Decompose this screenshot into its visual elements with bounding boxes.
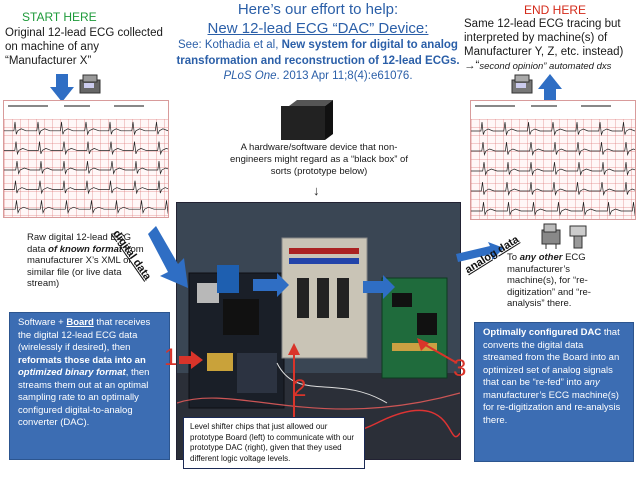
other-ecg-text-2: ECG manufacturer’s machine(s), for “re-d… (507, 252, 591, 309)
raw-data-text-2: from manufacturer X’s XML or similar fil… (27, 243, 144, 290)
other-ecg-text-1: To (507, 252, 520, 263)
dac-text-1: that converts the digital data streamed … (483, 327, 620, 388)
raw-data-emphasis: of known format (48, 243, 123, 255)
arrow-up-icon (538, 74, 562, 102)
other-ecg-caption: To any other ECG manufacturer’s machine(… (507, 252, 615, 310)
start-here-label: START HERE (22, 10, 97, 24)
second-opinion-prefix: →“ (464, 60, 480, 72)
citation-details: . 2013 Apr 11;8(4):e61076. (276, 70, 413, 82)
dac-text-2: manufacturer’s ECG machine(s) for re-dig… (483, 389, 621, 426)
ecg-lead-trace (4, 200, 168, 215)
dac-italic: any (584, 377, 600, 388)
dac-box: Optimally configured DAC that converts t… (474, 322, 634, 462)
citation-title: New system for digital to analog transfo… (176, 39, 460, 67)
ecg-machine-icon (79, 74, 101, 94)
citation: See: Kothadia et al, New system for digi… (168, 38, 468, 85)
software-board-word: Board (66, 317, 94, 328)
digital-data-arrow (148, 226, 188, 288)
ecg-lead-trace (4, 161, 168, 175)
raw-data-text-1: Raw digital 12-lead ECG data (27, 232, 132, 255)
ecg-header (4, 101, 168, 119)
original-ecg-tracing (3, 100, 169, 218)
ecg-lead-trace (471, 161, 635, 176)
ecg-lead-trace (471, 181, 635, 196)
ecg-lead-trace (471, 141, 635, 156)
citation-journal: PLoS One (223, 70, 277, 82)
arrow-down-icon (50, 74, 74, 102)
analog-data-arrow (456, 242, 504, 262)
software-text-2: that receives the digital 12-lead ECG da… (18, 317, 151, 353)
same-tracing-text: Same 12-lead ECG tracing but interpreted… (464, 18, 624, 58)
original-ecg-caption: Original 12-lead ECG collected on machin… (5, 27, 163, 67)
ecg-cart-icon (541, 223, 587, 249)
ecg-header (471, 101, 635, 119)
ecg-waveform-left (4, 121, 168, 215)
ecg-machine-icon (511, 74, 533, 94)
ecg-lead-trace (4, 121, 168, 136)
reinterpreted-ecg-tracing (470, 100, 636, 220)
level-shifter-box: Level shifter chips that just allowed ou… (183, 417, 365, 469)
ecg-lead-trace (471, 121, 635, 136)
ecg-lead-trace (4, 180, 168, 195)
software-text-1: Software + (18, 317, 67, 328)
title-line-2: New 12-lead ECG “DAC” Device: (207, 20, 429, 37)
black-box-icon (281, 100, 333, 140)
software-bold: reformats those data into an (18, 354, 146, 366)
title-line-1: Here’s our effort to help: (237, 1, 399, 18)
ecg-lead-trace (471, 201, 635, 216)
title-block: Here’s our effort to help: New 12-lead E… (168, 1, 468, 85)
other-ecg-emphasis: any other (519, 252, 563, 263)
software-board-box: Software + Board that receives the digit… (9, 312, 170, 460)
end-here-label: END HERE (524, 3, 587, 17)
software-text-3: , then streams them out at an optimal sa… (18, 367, 150, 428)
ecg-waveform-right (471, 121, 635, 216)
citation-see: See: Kothadia et al, (178, 39, 282, 51)
black-box-caption: A hardware/software device that non-engi… (230, 142, 408, 177)
reinterpreted-ecg-caption: Same 12-lead ECG tracing but interpreted… (464, 17, 636, 74)
raw-data-caption: Raw digital 12-lead ECG data of known fo… (27, 232, 145, 290)
step-number-3: 3 (453, 355, 467, 382)
step-number-2: 2 (293, 375, 307, 402)
dac-bold: Optimally configured DAC (483, 327, 602, 338)
step-number-1: 1 (164, 344, 178, 371)
down-arrow: ↓ (313, 183, 320, 198)
software-bold-italic: optimized binary format (18, 367, 126, 378)
ecg-lead-trace (4, 141, 168, 156)
second-opinion-text: second opinion” automated dxs (479, 61, 612, 72)
